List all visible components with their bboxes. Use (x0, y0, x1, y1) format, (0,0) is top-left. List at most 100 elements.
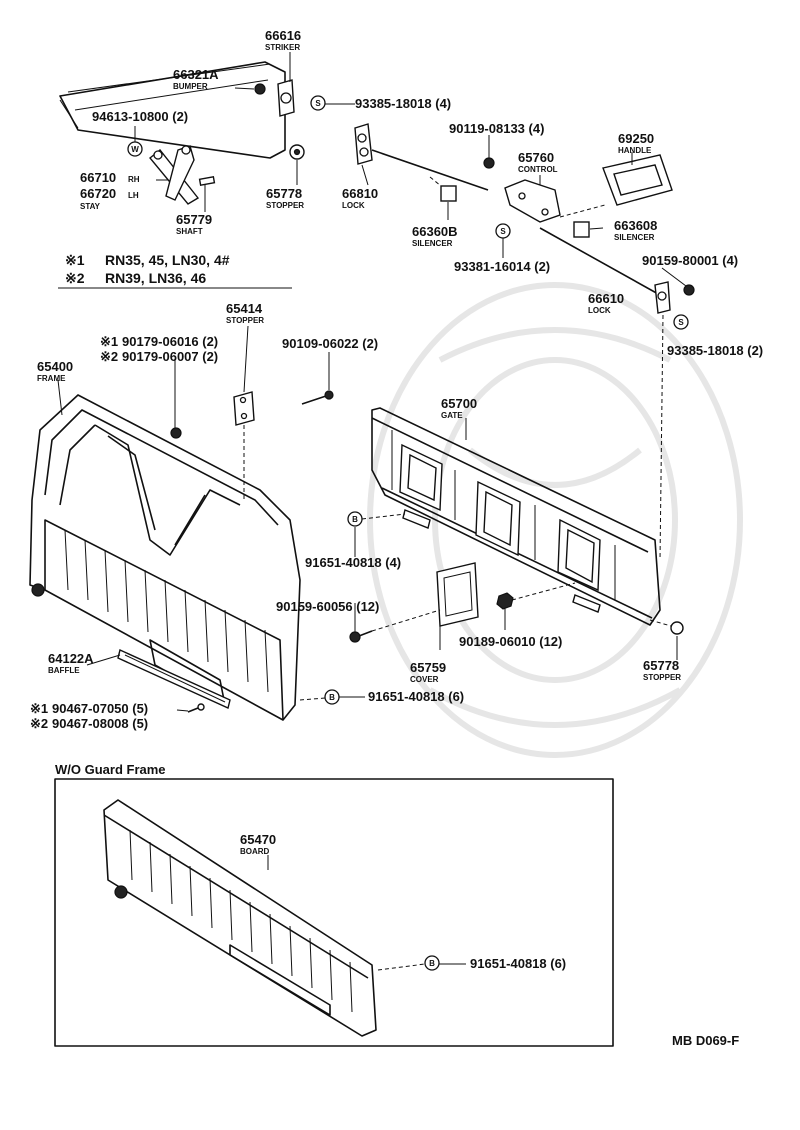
callout-number: 65760 (518, 150, 554, 165)
callout-number: 91651-40818 (6) (470, 956, 566, 971)
board-part (103, 799, 377, 1037)
bolt-part (483, 157, 495, 169)
handle-part (602, 154, 673, 206)
guard-frame-part (29, 394, 301, 721)
callout-number: 65470 (240, 832, 276, 847)
callout-number: 90179-06007 (2) (122, 349, 218, 364)
callout-number: 66720 (80, 186, 116, 201)
callout-name: STOPPER (226, 316, 264, 325)
legend-mark: ※1 (100, 334, 118, 349)
svg-text:RN35, 45, LN30, 4#: RN35, 45, LN30, 4# (105, 252, 230, 268)
callout-number: 66810 (342, 186, 378, 201)
stopper-upper-part (233, 391, 255, 426)
bolt-b-icon: B (347, 511, 363, 527)
callout-name: SILENCER (614, 233, 655, 242)
callout-name: LOCK (588, 306, 611, 315)
legend-mark: ※2 (30, 716, 48, 731)
callout-number: 65414 (226, 301, 263, 316)
rivet-part (187, 703, 205, 713)
bolt-b-icon: B (324, 689, 340, 705)
s-washer-icon: S (310, 95, 326, 111)
nut-part (496, 592, 514, 610)
callout-name: STOPPER (266, 201, 304, 210)
callout-number: 93385-18018 (4) (355, 96, 451, 111)
callout-number: 93385-18018 (2) (667, 343, 763, 358)
callout-name: BAFFLE (48, 666, 80, 675)
silencer-right-part (573, 221, 590, 238)
s-washer-icon: S (673, 314, 689, 330)
model-legend: ※1 RN35, 45, LN30, 4# ※2 RN39, LN36, 46 (58, 252, 292, 289)
s-washer-icon: S (495, 223, 511, 239)
callout-name: STOPPER (643, 673, 681, 682)
bed-side-panel (59, 61, 286, 159)
screw-part (349, 630, 373, 643)
callout-number: 66616 (265, 28, 301, 43)
nut-part (170, 427, 182, 439)
callout-name: SILENCER (412, 239, 453, 248)
callout-number: 90159-80001 (4) (642, 253, 738, 268)
callout-number: 90159-60056 (12) (276, 599, 379, 614)
silencer-left-part (440, 185, 457, 202)
callout-number: 91651-40818 (4) (305, 555, 401, 570)
striker-part (277, 79, 295, 117)
callout-number: 65778 (266, 186, 302, 201)
shaft-part (198, 176, 216, 186)
cover-part (436, 562, 479, 627)
callout-number: 90189-06010 (12) (459, 634, 562, 649)
callout-name: BUMPER (173, 82, 208, 91)
lock-rod-left (371, 149, 489, 191)
callout-number: 94613-10800 (2) (92, 109, 188, 124)
callout-number: 65400 (37, 359, 73, 374)
legend-mark: ※1 (30, 701, 48, 716)
diagram-code: MB D069-F (672, 1033, 739, 1048)
inset-box (54, 778, 614, 1047)
callout-name: COVER (410, 675, 439, 684)
callout-number: 65778 (643, 658, 679, 673)
lh-mark: LH (128, 191, 139, 200)
callout-name: GATE (441, 411, 463, 420)
stopper-small-part (289, 144, 305, 160)
svg-text:S: S (678, 318, 684, 327)
callout-number: 69250 (618, 131, 654, 146)
lock-right-part (654, 281, 671, 314)
callout-number: 93381-16014 (2) (454, 259, 550, 274)
control-part (504, 179, 561, 223)
svg-text:RN39, LN36, 46: RN39, LN36, 46 (105, 270, 206, 286)
svg-text:W: W (131, 145, 139, 154)
tail-gate-part (371, 407, 661, 626)
watermark (367, 282, 743, 758)
callout-labels: 66616 STRIKER 66321A BUMPER 93385-18018 … (30, 28, 763, 1048)
stay-arms (149, 145, 200, 205)
svg-text:B: B (352, 515, 358, 524)
callout-number: 90467-07050 (5) (52, 701, 148, 716)
callout-number: 90119-08133 (4) (449, 121, 544, 136)
rh-mark: RH (128, 175, 140, 184)
callout-name: SHAFT (176, 227, 203, 236)
callout-number: 91651-40818 (6) (368, 689, 464, 704)
svg-text:B: B (429, 959, 435, 968)
callout-name: BOARD (240, 847, 270, 856)
callout-name: CONTROL (518, 165, 558, 174)
callout-name: FRAME (37, 374, 66, 383)
callout-number: 66321A (173, 67, 219, 82)
callout-number: 66710 (80, 170, 116, 185)
callout-number: 66610 (588, 291, 624, 306)
callout-number: 65759 (410, 660, 446, 675)
bolt-b-icon: B (424, 955, 440, 971)
svg-text:S: S (500, 227, 506, 236)
callout-number: 65779 (176, 212, 212, 227)
svg-text:S: S (315, 99, 321, 108)
callout-number: 663608 (614, 218, 657, 233)
callout-number: 90467-08008 (5) (52, 716, 148, 731)
baffle-part (117, 649, 231, 709)
svg-text:※2: ※2 (65, 270, 85, 286)
inset-title: W/O Guard Frame (55, 762, 166, 777)
lock-left-part (354, 123, 373, 165)
callout-number: 66360B (412, 224, 458, 239)
bolt-part (301, 390, 334, 405)
callout-name: STAY (80, 202, 101, 211)
svg-text:B: B (329, 693, 335, 702)
w-washer-icon: W (127, 141, 143, 157)
